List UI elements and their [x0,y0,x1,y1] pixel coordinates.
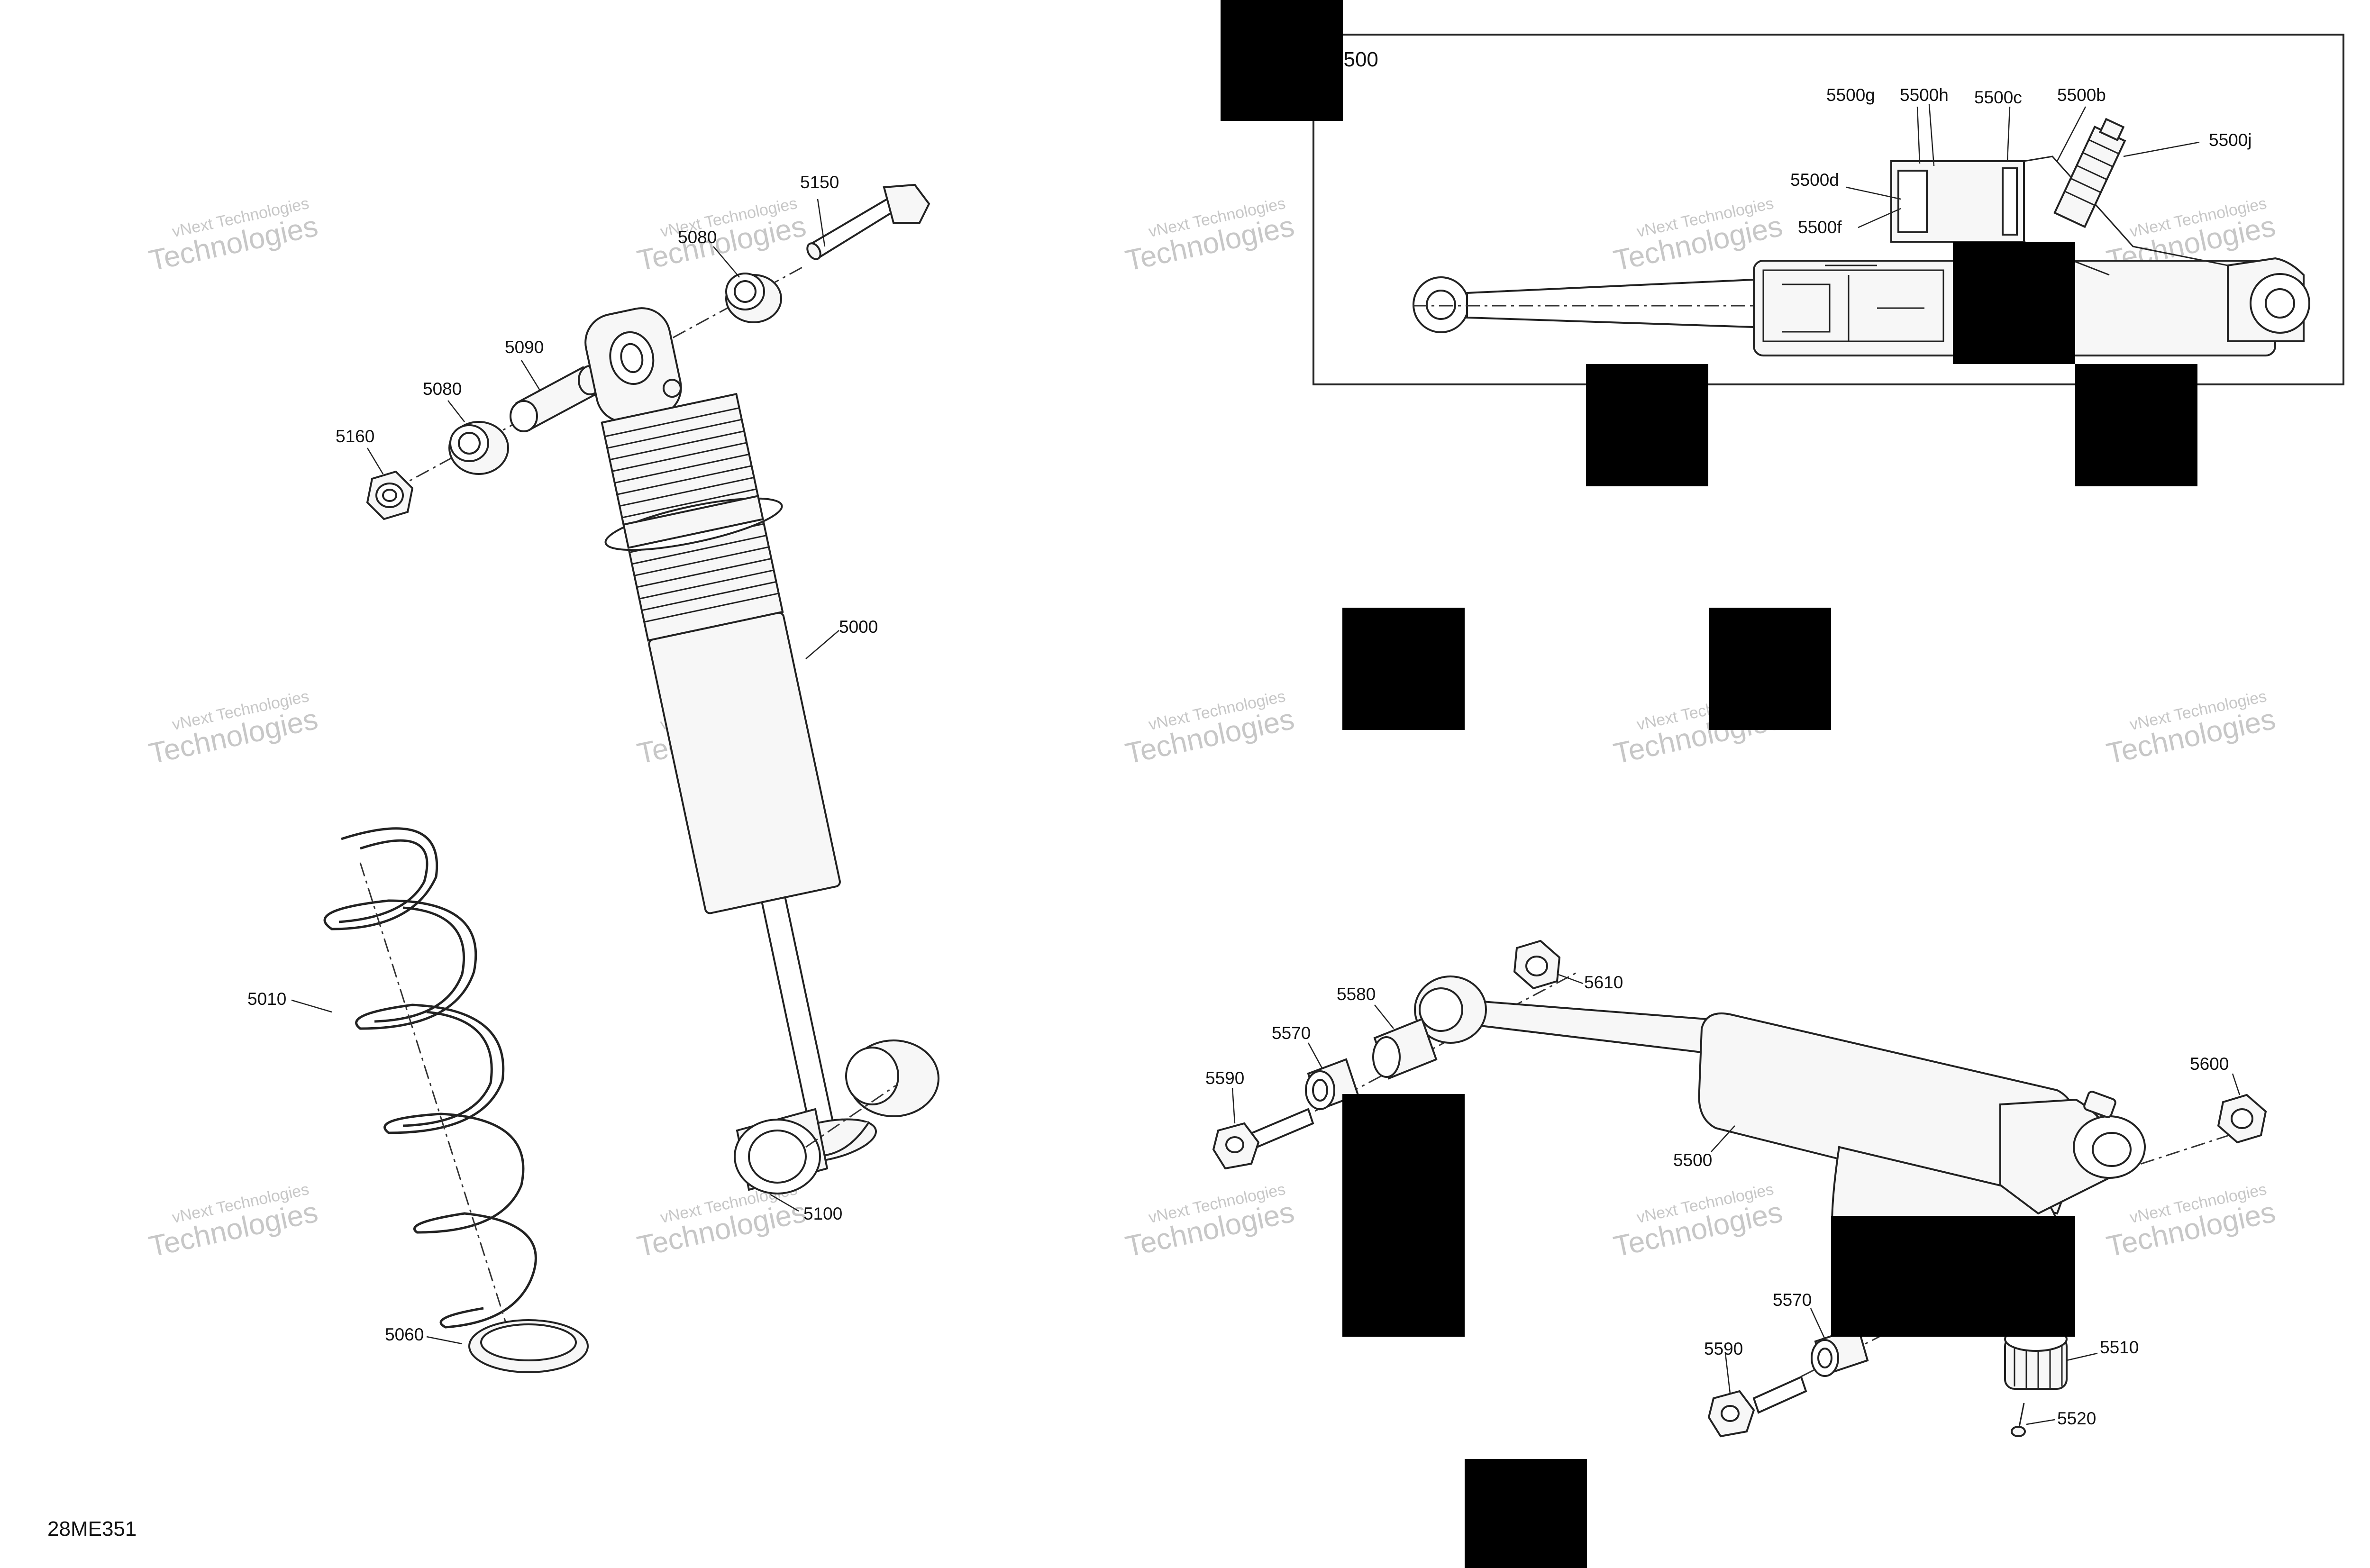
part-5160-nut [366,470,414,520]
part-5590-bolt-top [1212,1108,1314,1170]
left-assembly: 5150 5080 5090 5080 5160 5000 5010 5100 … [247,173,939,1373]
inset-adjuster [2053,118,2126,228]
part-5590-bolt-bottom [1707,1376,1807,1438]
watermark: vNext Technologies Technologies [1122,687,1297,770]
part-5600-spacer [2217,1094,2267,1144]
redaction-block [1465,1459,1587,1568]
redaction-block [1221,0,1343,121]
part-5000-bottom-eye [845,1039,939,1117]
watermark: vNext Technologies Technologies [2104,1180,2278,1263]
part-5010-spring [323,827,537,1329]
redaction-block [1586,364,1708,486]
callout-5500d: 5500d [1790,170,1839,190]
callout-5510: 5510 [2100,1338,2139,1357]
part-5060-retainer [468,1319,589,1373]
watermark: vNext Technologies Technologies [634,194,809,277]
redaction-block [1831,1216,2075,1337]
part-5570-bushing-bottom [1811,1326,1869,1377]
redaction-blocks [1221,0,2197,1568]
callout-5590: 5590 [1205,1068,1244,1088]
part-5520-screw [2011,1403,2026,1437]
callout-5570: 5570 [1272,1023,1311,1043]
inset-frame [1313,34,2344,385]
watermark: vNext Technologies Technologies [146,1180,320,1263]
callout-5150: 5150 [800,173,839,192]
redaction-block [2075,364,2197,486]
callout-5610: 5610 [1584,973,1623,992]
callout-5000: 5000 [839,617,878,637]
callout-5500f: 5500f [1798,218,1842,237]
callout-5590: 5590 [1704,1339,1743,1358]
part-5100-bushing [734,1108,829,1194]
callout-5520: 5520 [2057,1409,2096,1428]
callout-5500: 5500 [1673,1150,1712,1170]
part-5580-sleeve [1372,1018,1438,1080]
watermark: vNext Technologies Technologies [1122,194,1297,277]
watermark: vNext Technologies Technologies [2104,687,2278,770]
callout-5600: 5600 [2190,1054,2229,1074]
callout-5500j: 5500j [2209,130,2252,150]
callout-5500b: 5500b [2057,85,2106,105]
part-5000-shock [584,307,877,1164]
figure-code: 28ME351 [47,1517,137,1541]
callout-5100: 5100 [803,1204,842,1223]
inset-section-view: 5500 5500g 5500h 5500c 550 [1313,34,2344,385]
callout-5010: 5010 [247,989,286,1009]
callout-5580: 5580 [1337,985,1376,1004]
part-5080-lower-bushing [448,421,509,475]
callout-5060: 5060 [385,1325,424,1344]
callout-5080: 5080 [678,228,717,247]
redaction-block [1342,1094,1465,1337]
callout-5080: 5080 [423,379,462,399]
callout-5500c: 5500c [1974,88,2022,107]
callout-5570: 5570 [1773,1290,1812,1310]
watermark: vNext Technologies Technologies [146,687,320,770]
callout-5090: 5090 [505,337,544,357]
callout-5500g: 5500g [1826,85,1875,105]
part-5610-spacer [1513,939,1561,990]
callout-5160: 5160 [336,427,374,446]
explode-axis-lower [805,1085,896,1148]
callout-5500h: 5500h [1900,85,1949,105]
inset-shaft [1466,278,1755,328]
redaction-block [1342,608,1465,730]
part-5150-bolt [806,183,930,260]
part-5570-bushing-top [1305,1058,1359,1111]
part-5090-sleeve [510,365,602,432]
watermark: vNext Technologies Technologies [1611,1180,1785,1263]
part-5080-upper-bushing [725,273,782,323]
watermark: vNext Technologies Technologies [1122,1180,1297,1263]
redaction-block [1709,608,1831,730]
watermark: vNext Technologies Technologies [146,194,320,277]
redaction-block [1953,242,2075,364]
